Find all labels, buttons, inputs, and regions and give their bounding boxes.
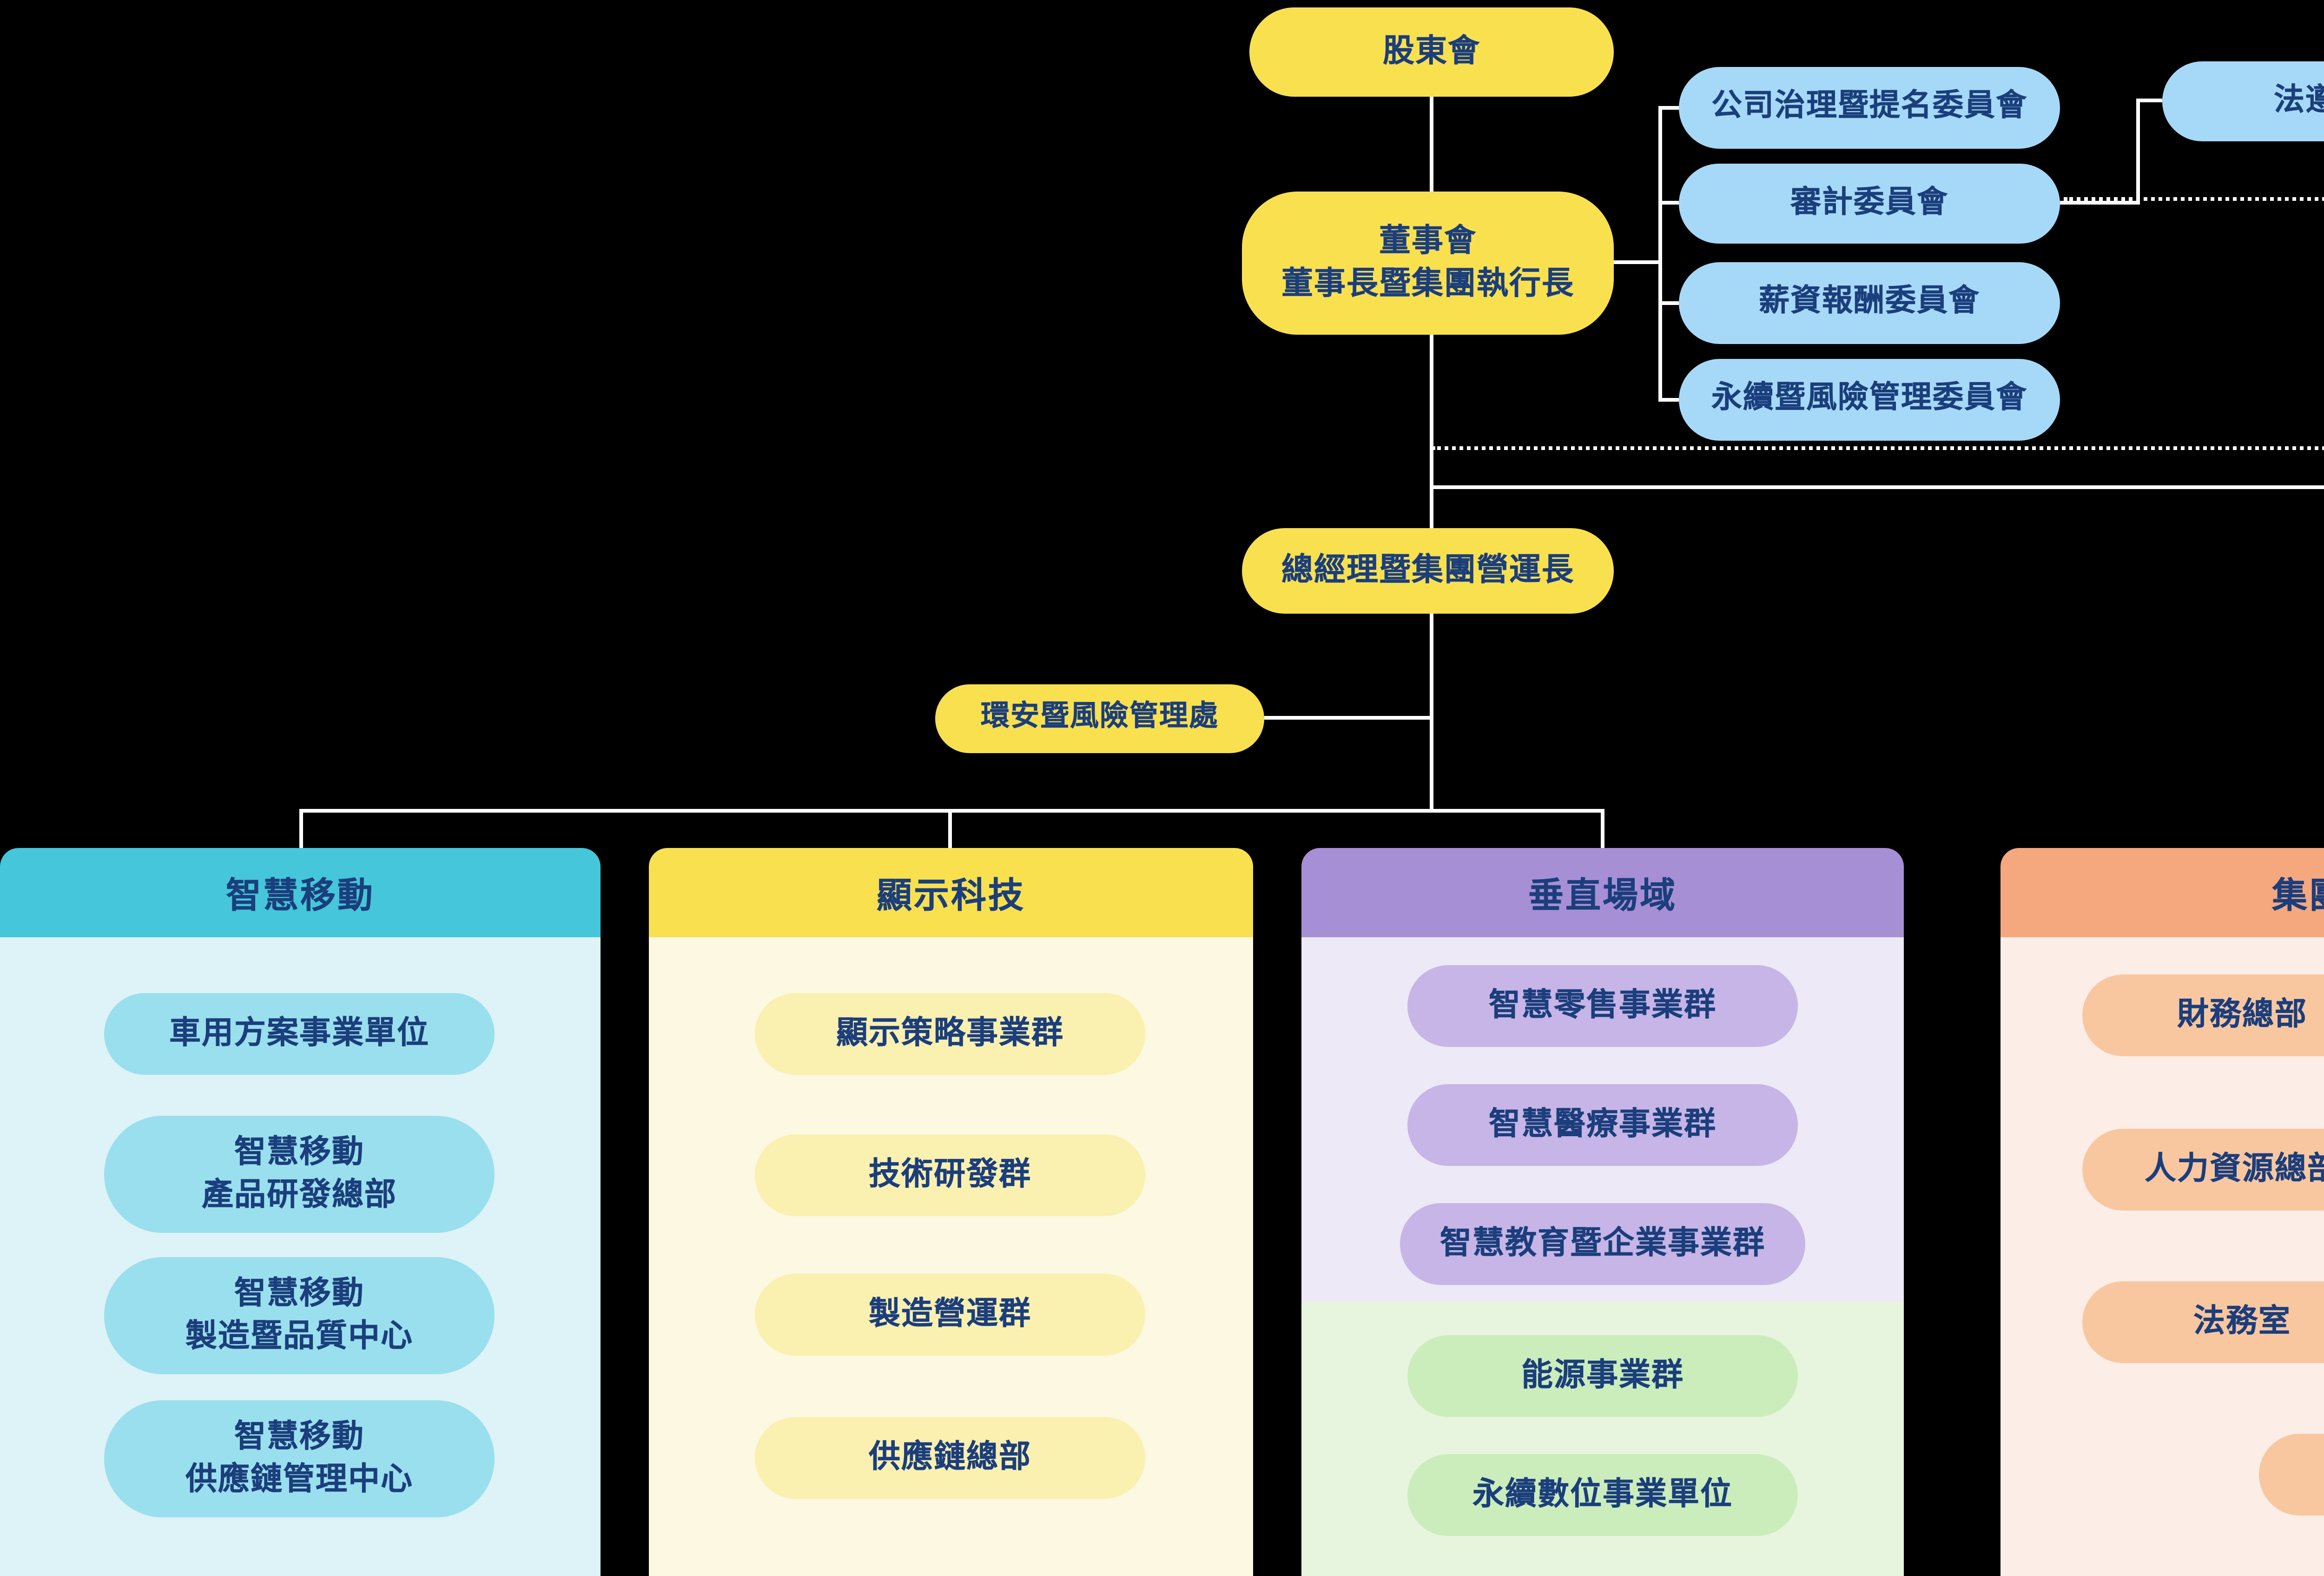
unit-legal-office: 法務室	[2082, 1281, 2324, 1363]
connector-committee-4	[1658, 398, 1679, 402]
connector-committee-bracket	[1658, 106, 1662, 402]
unit-sm-supply-chain: 智慧移動 供應鏈管理中心	[104, 1400, 495, 1517]
unit-sustainable-digital: 永續數位事業單位	[1407, 1454, 1798, 1536]
unit-hr-hq: 人力資源總部	[2082, 1129, 2324, 1211]
unit-manufacturing-operations: 製造營運群	[755, 1274, 1145, 1356]
unit-sm-manufacturing-quality: 智慧移動 製造暨品質中心	[104, 1257, 495, 1374]
unit-supply-chain-hq: 供應鏈總部	[755, 1417, 1145, 1499]
unit-display-strategy: 顯示策略事業群	[755, 993, 1145, 1075]
node-compliance-advisor: 法遵總顧問	[2162, 61, 2324, 141]
dotted-audit-right	[2064, 197, 2324, 201]
connector-shareholders-board	[1430, 97, 1433, 192]
committee-audit: 審計委員會	[1679, 164, 2060, 244]
division-header-vertical-domains: 垂直場域	[1301, 848, 1904, 937]
committee-governance-nomination: 公司治理暨提名委員會	[1679, 67, 2060, 149]
connector-tree-horizontal	[299, 809, 1604, 813]
unit-automotive-solutions: 車用方案事業單位	[104, 993, 495, 1075]
unit-energy: 能源事業群	[1407, 1335, 1798, 1417]
unit-finance-hq: 財務總部	[2082, 974, 2324, 1056]
division-header-display-tech: 顯示科技	[649, 848, 1253, 937]
unit-smart-medical: 智慧醫療事業群	[1407, 1084, 1798, 1166]
division-header-smart-mobility: 智慧移動	[0, 848, 601, 937]
unit-smart-education-enterprise: 智慧教育暨企業事業群	[1400, 1203, 1805, 1285]
dotted-compliance-return	[1432, 446, 2324, 450]
connector-drop-display	[948, 809, 952, 848]
committee-compensation: 薪資報酬委員會	[1679, 262, 2060, 344]
connector-audit-elbow-h	[2060, 201, 2140, 205]
connector-committee-2	[1658, 201, 1679, 205]
connector-president-tree	[1430, 614, 1433, 813]
committee-sustainability-risk: 永續暨風險管理委員會	[1679, 359, 2060, 441]
connector-committee-3	[1658, 301, 1679, 305]
connector-drop-smart-mobility	[299, 809, 303, 848]
connector-audit-elbow-v	[2136, 99, 2140, 205]
node-ehs-risk-office: 環安暨風險管理處	[935, 684, 1264, 753]
connector-board-bracket	[1614, 260, 1660, 264]
node-shareholders: 股東會	[1249, 7, 1614, 97]
unit-audit-management: 稽核管理處	[2259, 1434, 2324, 1516]
connector-board-president	[1430, 335, 1433, 528]
unit-smart-retail: 智慧零售事業群	[1407, 965, 1798, 1047]
connector-board-support-h	[1430, 485, 2324, 489]
unit-sm-product-rd: 智慧移動 產品研發總部	[104, 1116, 495, 1233]
connector-elbow-compliance	[2136, 99, 2162, 102]
unit-technology-rd: 技術研發群	[755, 1134, 1145, 1216]
node-board: 董事會 董事長暨集團執行長	[1242, 192, 1614, 335]
connector-committee-1	[1658, 106, 1679, 110]
connector-ehs	[1264, 716, 1430, 720]
division-header-group-support: 集團營運支援單位	[2000, 848, 2324, 937]
connector-drop-vertical	[1601, 809, 1604, 848]
node-president-coo: 總經理暨集團營運長	[1242, 528, 1614, 614]
